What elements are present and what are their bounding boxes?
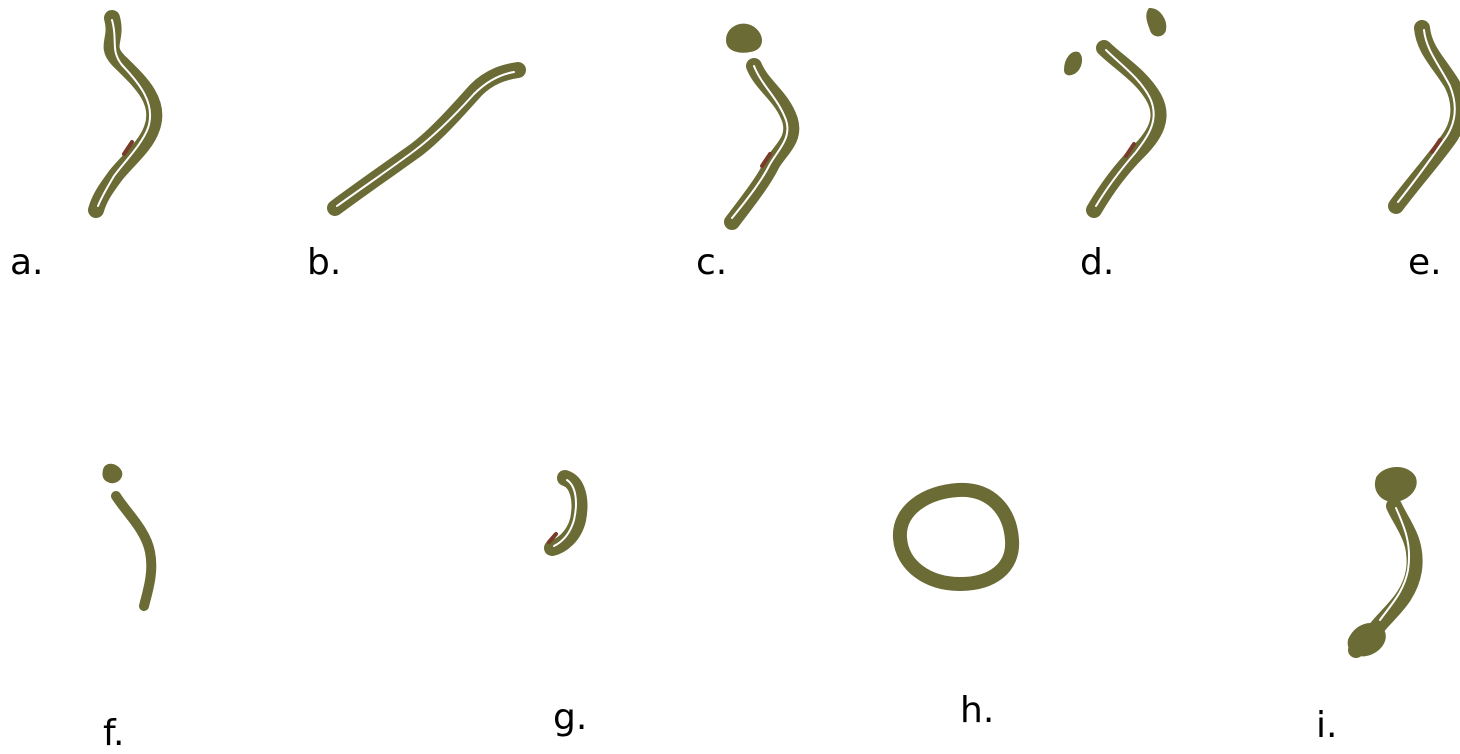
panel-i-chromosome	[1350, 469, 1415, 654]
panel-label-c: c.	[696, 245, 727, 281]
panel-label-b: b.	[307, 245, 341, 281]
panel-h-ring-chromosome	[900, 490, 1012, 584]
panel-label-a: a.	[10, 245, 44, 281]
panel-a-chromosome	[96, 18, 154, 210]
panel-label-d: d.	[1080, 245, 1114, 281]
panel-label-h: h.	[960, 693, 994, 729]
panel-f-chromosome	[104, 466, 151, 606]
panel-label-f: f.	[103, 716, 125, 752]
panel-g-chromosome	[549, 478, 579, 548]
panel-c-chromosome	[728, 26, 791, 222]
panel-label-i: i.	[1316, 708, 1337, 744]
panel-b-chromosome	[335, 70, 518, 208]
panel-d-chromosome	[1066, 10, 1164, 210]
panel-e-chromosome	[1396, 28, 1458, 206]
panel-label-g: g.	[553, 700, 587, 736]
panel-label-e: e.	[1408, 245, 1442, 281]
